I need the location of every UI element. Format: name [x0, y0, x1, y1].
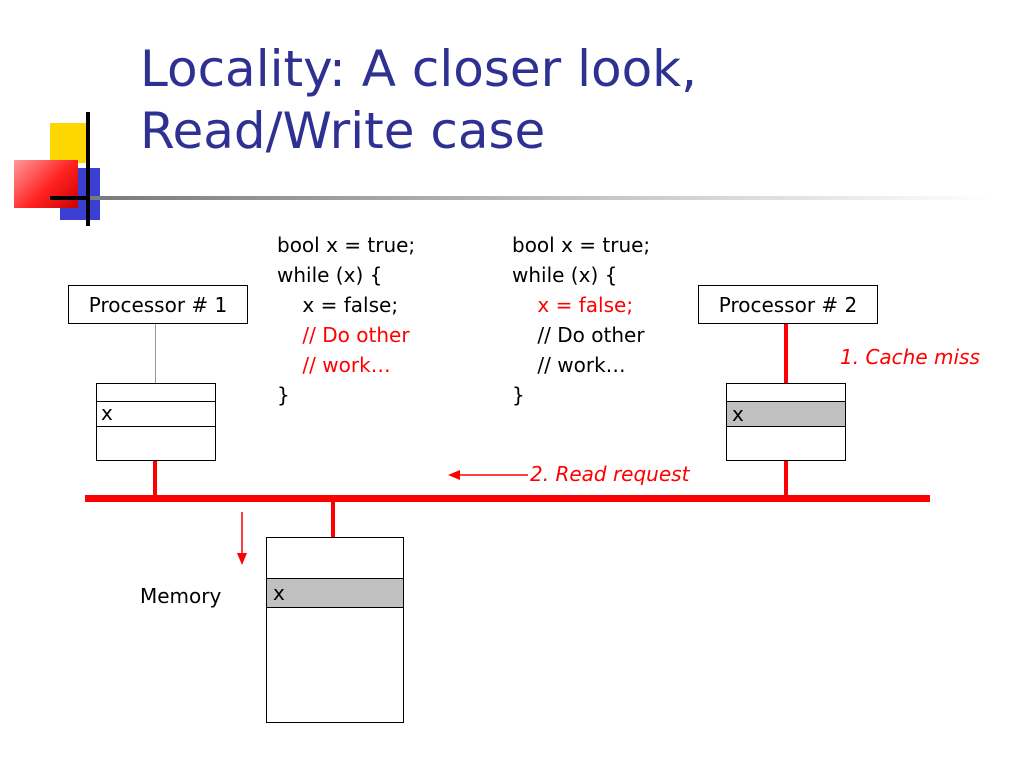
code-line: x = false; — [277, 293, 399, 317]
deco-horizontal-line — [50, 196, 106, 200]
cache-1-cell-label: x — [101, 401, 113, 425]
cache-2-cell: x — [726, 401, 846, 427]
memory-bus-link — [331, 502, 335, 538]
code-line: while (x) { — [512, 263, 618, 287]
read-request-annotation: 2. Read request — [530, 462, 690, 486]
processor-2-connector — [784, 324, 788, 384]
code-block-p1: bool x = true; while (x) { x = false; //… — [277, 230, 415, 410]
deco-vertical-line — [86, 112, 90, 226]
memory-cell: x — [266, 578, 404, 608]
cache-1-bus-link — [153, 461, 157, 495]
slide-title: Locality: A closer look, Read/Write case — [140, 38, 697, 162]
code-line-highlight: // Do other — [277, 323, 410, 347]
code-block-p2: bool x = true; while (x) { x = false; //… — [512, 230, 650, 410]
cache-1-divider-top — [97, 401, 215, 402]
cache-1-divider-bottom — [97, 426, 215, 427]
cache-2: x — [726, 383, 846, 461]
code-line: // work… — [512, 353, 626, 377]
code-line: // Do other — [512, 323, 645, 347]
processor-1-label: Processor # 1 — [88, 292, 228, 317]
code-line: while (x) { — [277, 263, 383, 287]
cache-1-cell: x — [97, 402, 215, 426]
code-line-highlight: x = false; — [512, 293, 634, 317]
processor-2-label: Processor # 2 — [718, 292, 858, 317]
title-underline — [90, 196, 990, 200]
title-line-1: Locality: A closer look, — [140, 40, 698, 98]
code-line-highlight: // work… — [277, 353, 391, 377]
cache-2-cell-label: x — [732, 402, 744, 426]
memory-label: Memory — [140, 584, 222, 608]
processor-1-box: Processor # 1 — [68, 285, 248, 324]
code-line: bool x = true; — [277, 233, 416, 257]
down-arrow-icon — [237, 512, 247, 565]
read-request-arrow — [448, 470, 528, 480]
system-bus — [85, 495, 930, 502]
cache-1: x — [96, 383, 216, 461]
processor-2-box: Processor # 2 — [698, 285, 878, 324]
processor-1-connector — [155, 324, 156, 384]
cache-2-bus-link — [784, 461, 788, 495]
code-line: } — [512, 383, 525, 407]
title-line-2: Read/Write case — [140, 102, 546, 160]
deco-red-square — [14, 160, 78, 208]
cache-miss-annotation: 1. Cache miss — [840, 345, 980, 369]
corner-decoration — [0, 100, 140, 230]
memory-cell-label: x — [273, 581, 285, 605]
code-line: bool x = true; — [512, 233, 651, 257]
code-line: } — [277, 383, 290, 407]
deco-yellow-square — [50, 123, 90, 163]
memory-box: x — [266, 537, 404, 723]
